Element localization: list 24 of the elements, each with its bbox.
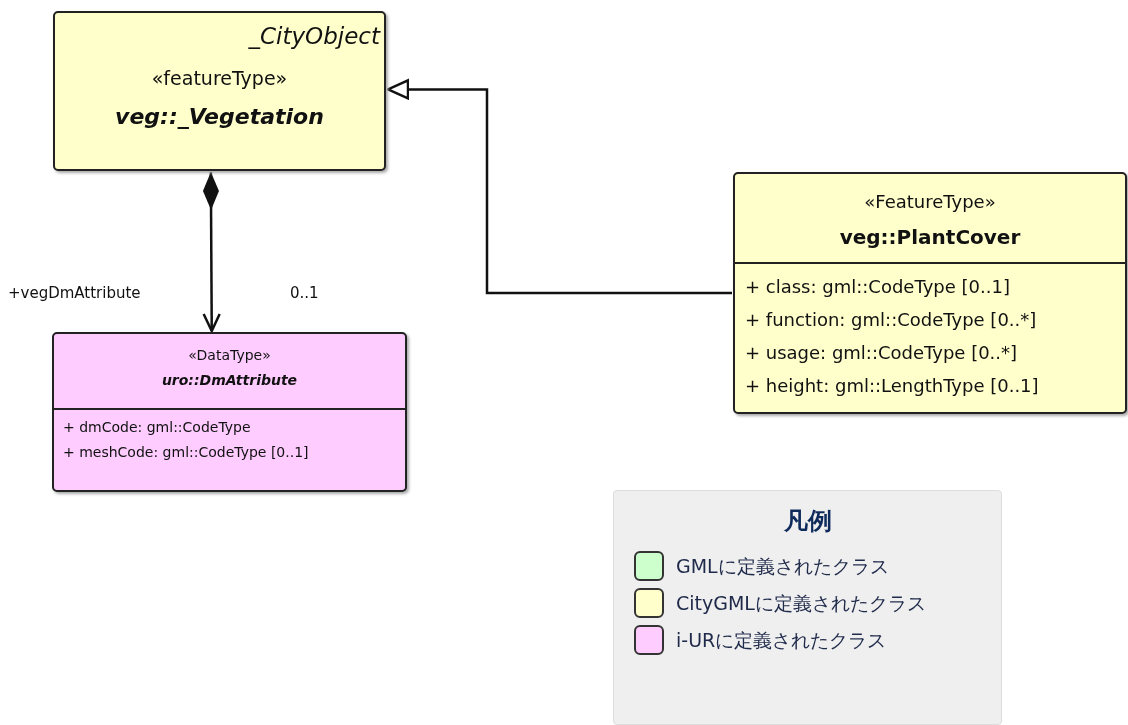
- parent-class-name: _CityObject: [248, 23, 380, 50]
- attribute-text: + meshCode: gml::CodeType [0..1]: [63, 444, 309, 461]
- class-box: [53, 11, 386, 171]
- class-box: [733, 172, 1127, 414]
- attribute-text: + class: gml::CodeType [0..1]: [745, 277, 1010, 298]
- class-name: uro::DmAttribute: [160, 372, 299, 389]
- legend-text: i-URに定義されたクラス: [676, 628, 887, 653]
- attribute-text: + height: gml::LengthType [0..1]: [745, 376, 1039, 397]
- attribute-text: + function: gml::CodeType [0..*]: [745, 310, 1037, 331]
- multiplicity-label: 0..1: [290, 284, 319, 302]
- role-label: +vegDmAttribute: [8, 284, 141, 302]
- class-box: [52, 332, 407, 492]
- legend-text: CityGMLに定義されたクラス: [676, 591, 926, 616]
- class-name: veg::_Vegetation: [114, 104, 325, 130]
- stereotype-text: «DataType»: [187, 347, 272, 364]
- attribute-text: + dmCode: gml::CodeType: [63, 419, 251, 436]
- generalization-arrow: [386, 79, 732, 295]
- stereotype-text: «featureType»: [150, 68, 289, 90]
- legend-title: 凡例: [783, 506, 832, 537]
- stereotype-text: «FeatureType»: [863, 192, 997, 213]
- attribute-text: + usage: gml::CodeType [0..*]: [745, 343, 1018, 364]
- legend-text: GMLに定義されたクラス: [676, 554, 889, 579]
- composition-arrow: [202, 172, 221, 333]
- class-name: veg::PlantCover: [838, 226, 1022, 249]
